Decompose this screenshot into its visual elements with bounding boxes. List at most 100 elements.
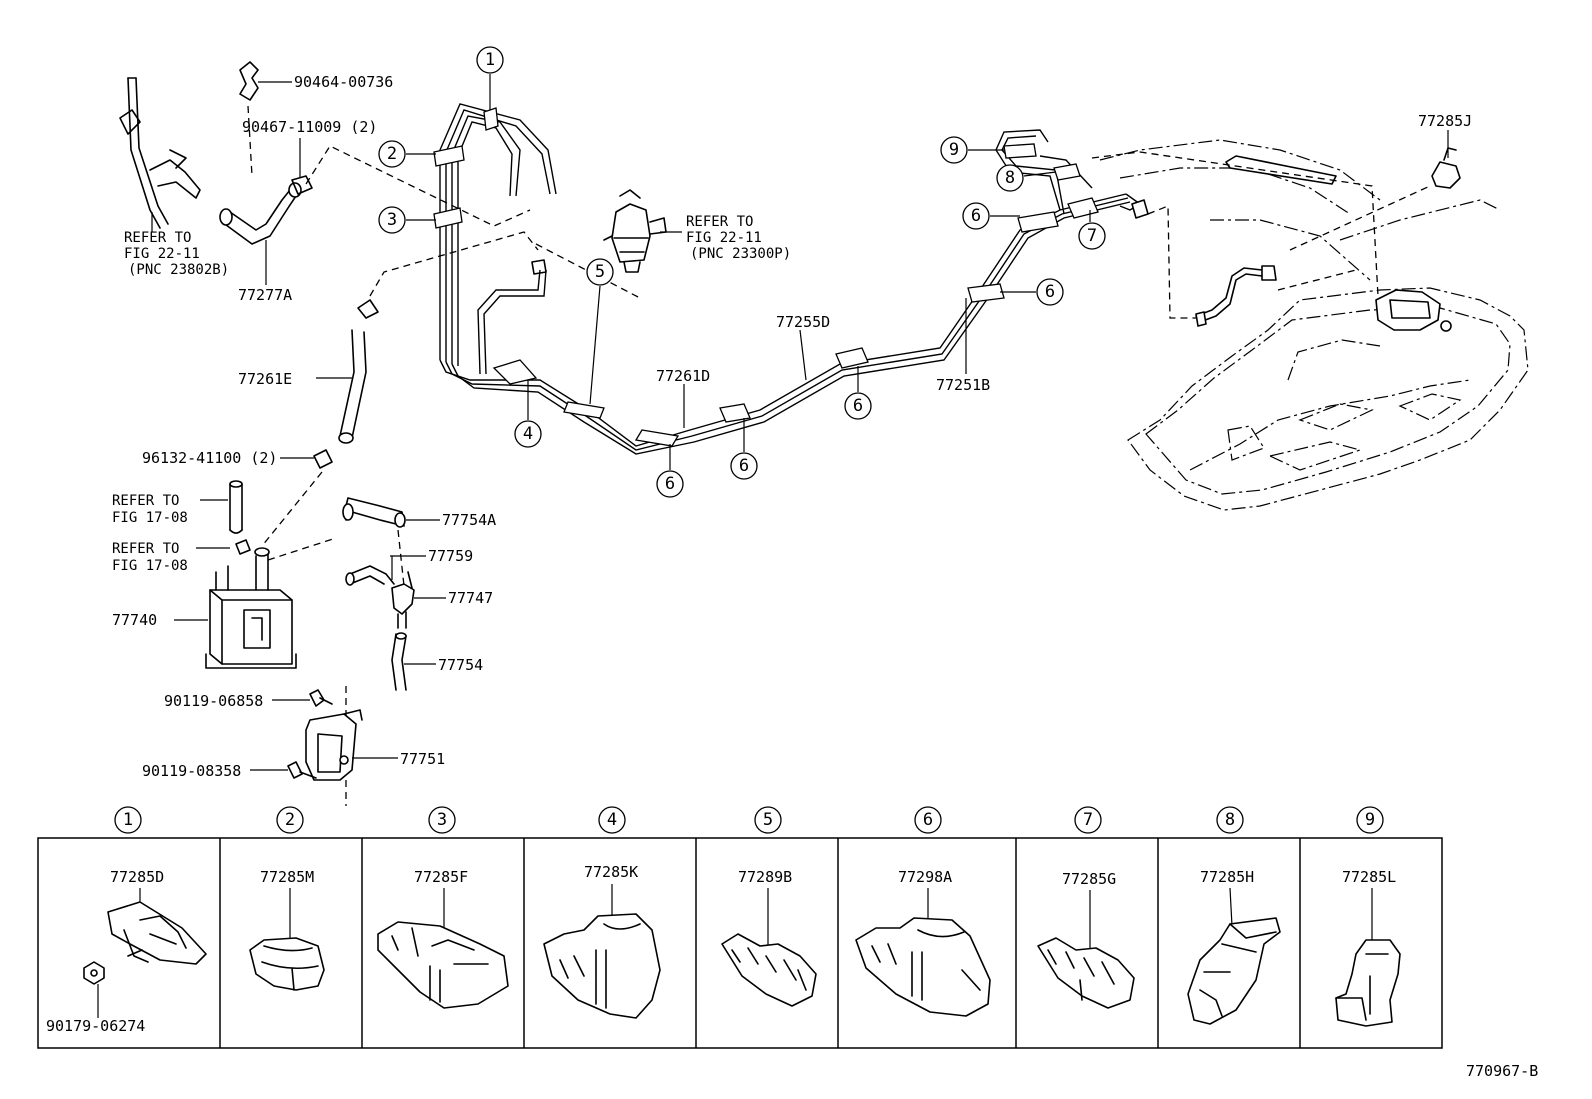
part-label-77277A: 77277A — [238, 286, 292, 304]
table-part-77285K: 77285K — [584, 863, 638, 881]
part-label-96132: 96132-41100 (2) — [142, 449, 277, 467]
table-part-77285M: 77285M — [260, 868, 314, 886]
pipe-clip-7 — [1067, 197, 1099, 219]
table-part-77285D: 77285D — [110, 868, 164, 886]
callout-6: 6 — [971, 206, 981, 226]
charcoal-canister-77740 — [205, 539, 297, 669]
nut-90179-06274 — [83, 961, 105, 985]
part-label-90467: 90467-11009 (2) — [242, 118, 377, 136]
clip-77285J — [1431, 147, 1461, 189]
callout-5: 5 — [595, 262, 605, 282]
pipe-clip-6e — [1017, 211, 1059, 233]
ref-label: REFER TO — [112, 493, 179, 509]
clip-77285G — [1037, 937, 1135, 1009]
table-part-77289B: 77289B — [738, 868, 792, 886]
part-label-77740: 77740 — [112, 611, 157, 629]
hose-77277A — [219, 175, 313, 245]
clip-77285H — [1187, 917, 1281, 1025]
callout-6: 6 — [853, 396, 863, 416]
table-part-77298A: 77298A — [898, 868, 952, 886]
ref-label: (PNC 23300P) — [690, 246, 791, 262]
clip-77285F — [377, 921, 509, 1009]
pipe-clip-6d — [967, 283, 1005, 303]
hose-77261E — [338, 299, 379, 444]
callout-circles: 1 2 3 4 5 6 6 6 6 6 7 8 9 — [378, 46, 1106, 498]
callout-6: 6 — [665, 474, 675, 494]
table-part-77285L: 77285L — [1342, 868, 1396, 886]
ref-label: FIG 22-11 — [124, 246, 200, 262]
table-header-6: 6 — [923, 810, 933, 830]
part-label-77261E: 77261E — [238, 370, 292, 388]
vent-tube-ref — [229, 480, 243, 534]
pipe-clip-6c — [835, 347, 869, 369]
clip-77285M — [249, 937, 325, 991]
clamp-96132 — [313, 449, 333, 469]
callout-4: 4 — [523, 424, 533, 444]
table-header-1: 1 — [123, 810, 133, 830]
table-header-9: 9 — [1365, 810, 1375, 830]
diagram-code: 770967-B — [1466, 1062, 1538, 1080]
clamp-90464 — [239, 61, 259, 101]
part-label-90464: 90464-00736 — [294, 73, 393, 91]
tank-connector-pipes — [1131, 199, 1277, 327]
pipe-clip-8 — [1053, 163, 1081, 181]
table-header-5: 5 — [763, 810, 773, 830]
hose-77754A — [342, 497, 406, 528]
table-header-7: 7 — [1083, 810, 1093, 830]
part-label-90119-08358: 90119-08358 — [142, 762, 241, 780]
pipe-clip-6a — [634, 429, 680, 447]
part-label-77747: 77747 — [448, 589, 493, 607]
callout-1: 1 — [485, 50, 495, 70]
ref-label: FIG 17-08 — [112, 510, 188, 526]
table-header-8: 8 — [1225, 810, 1235, 830]
ref-label: FIG 22-11 — [686, 230, 762, 246]
callout-9: 9 — [949, 140, 959, 160]
pipe-clip-5 — [563, 401, 605, 419]
table-header-3: 3 — [437, 810, 447, 830]
pipe-clip-1 — [483, 107, 499, 131]
table-part-77285G: 77285G — [1062, 870, 1116, 888]
fuel-tank-outline — [1099, 139, 1529, 511]
fuel-filter-ref — [603, 189, 667, 273]
part-label-77285J: 77285J — [1418, 112, 1472, 130]
pipe-clip-3 — [433, 207, 463, 229]
clip-parts-table — [37, 837, 1443, 1049]
bolt-90119-06858 — [309, 689, 333, 707]
ref-label: REFER TO — [124, 230, 191, 246]
ref-label: (PNC 23802B) — [128, 262, 229, 278]
valve-77747 — [391, 571, 415, 629]
callout-6: 6 — [1045, 282, 1055, 302]
callout-2: 2 — [387, 144, 397, 164]
table-header-4: 4 — [607, 810, 617, 830]
clip-77285D — [107, 901, 207, 965]
ref-label: REFER TO — [686, 214, 753, 230]
clip-77289B — [721, 933, 817, 1007]
part-label-77261D: 77261D — [656, 367, 710, 385]
pipe-clip-6b — [719, 403, 751, 423]
table-part-77285F: 77285F — [414, 868, 468, 886]
fuel-inlet-pipe — [119, 77, 201, 229]
table-header-callouts: 1 2 3 4 5 6 7 8 9 — [114, 806, 1384, 834]
pipe-clip-4 — [492, 359, 538, 385]
callout-3: 3 — [387, 210, 397, 230]
part-label-77255D: 77255D — [776, 313, 830, 331]
bolt-90119-08358 — [287, 761, 317, 779]
callout-8: 8 — [1005, 168, 1015, 188]
clip-77285L — [1335, 939, 1401, 1027]
table-part-77285H: 77285H — [1200, 868, 1254, 886]
callout-7: 7 — [1087, 226, 1097, 246]
hose-77754 — [391, 632, 407, 691]
table-header-2: 2 — [285, 810, 295, 830]
part-label-77754: 77754 — [438, 656, 483, 674]
clip-77285K — [543, 913, 661, 1019]
part-label-90179-06274: 90179-06274 — [46, 1017, 145, 1035]
pipe-clip-2 — [433, 145, 465, 167]
clip-77298A — [855, 917, 991, 1017]
part-label-77751: 77751 — [400, 750, 445, 768]
ref-label: FIG 17-08 — [112, 558, 188, 574]
bracket-77751 — [305, 709, 363, 781]
callout-6: 6 — [739, 456, 749, 476]
part-label-77759: 77759 — [428, 547, 473, 565]
part-label-77251B: 77251B — [936, 376, 990, 394]
